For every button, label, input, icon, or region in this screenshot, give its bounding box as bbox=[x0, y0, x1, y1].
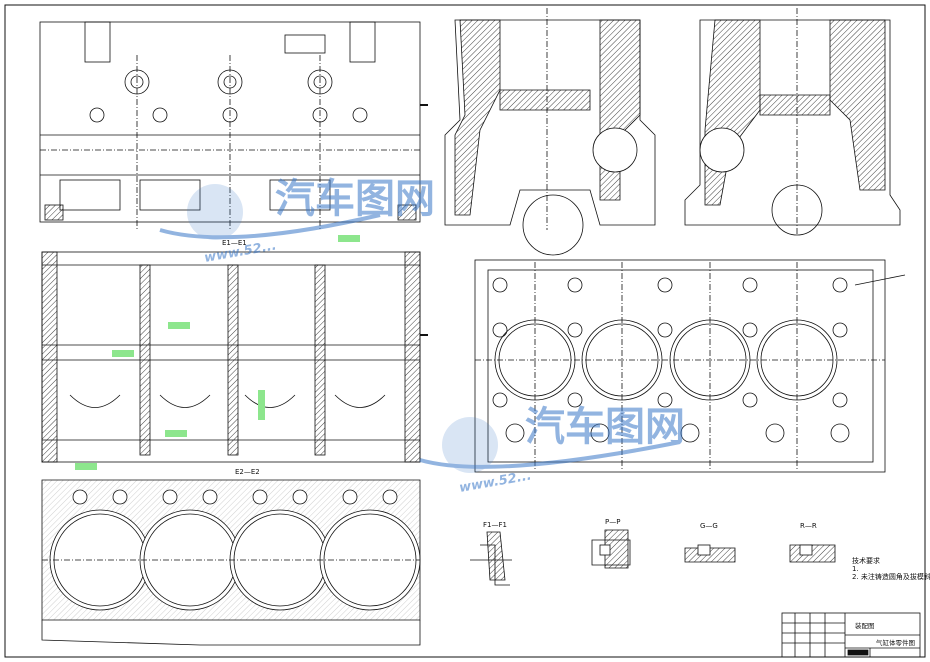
cross-section-view-1 bbox=[444, 8, 656, 256]
section-label-g: G—G bbox=[700, 522, 718, 530]
cross-section-view-2 bbox=[684, 8, 901, 236]
front-view bbox=[39, 21, 428, 230]
detail-section-g bbox=[684, 544, 736, 563]
watermark-logo: 汽车图网 www.52... bbox=[419, 404, 685, 496]
detail-section-f1 bbox=[470, 531, 512, 586]
detail-section-r bbox=[789, 544, 836, 563]
tolerance-highlight bbox=[112, 350, 134, 357]
section-e1-view bbox=[41, 251, 428, 463]
detail-section-p bbox=[591, 529, 631, 569]
notes-title: 技术要求 bbox=[852, 556, 880, 565]
watermark-text: 汽车图网 bbox=[525, 404, 685, 450]
note-1: 1. bbox=[852, 565, 859, 573]
section-label-e2: E2—E2 bbox=[235, 468, 260, 476]
note-2: 2. 未注铸造圆角及拔模斜度按相关标准 bbox=[852, 572, 930, 581]
tolerance-highlight bbox=[165, 430, 187, 437]
section-label-e1: E1—E1 bbox=[222, 239, 247, 247]
tolerance-highlight bbox=[168, 322, 190, 329]
watermark-logo: 汽车图网 www.52... bbox=[159, 176, 435, 266]
drawing-border bbox=[4, 4, 926, 658]
title-block bbox=[781, 612, 921, 658]
top-view bbox=[474, 259, 906, 473]
tolerance-highlight bbox=[338, 235, 360, 242]
watermark-text: 汽车图网 bbox=[275, 176, 435, 222]
section-label-r: R—R bbox=[800, 522, 817, 530]
tolerance-highlight bbox=[258, 390, 265, 420]
tolerance-highlight bbox=[75, 463, 97, 470]
section-label-f1: F1—F1 bbox=[483, 521, 507, 529]
section-label-p: P—P bbox=[605, 518, 620, 526]
title-block-drawing-name: 装配图 bbox=[855, 621, 875, 630]
section-e2-view bbox=[41, 479, 421, 646]
title-block-part-name: 气缸体零件图 bbox=[876, 638, 915, 647]
